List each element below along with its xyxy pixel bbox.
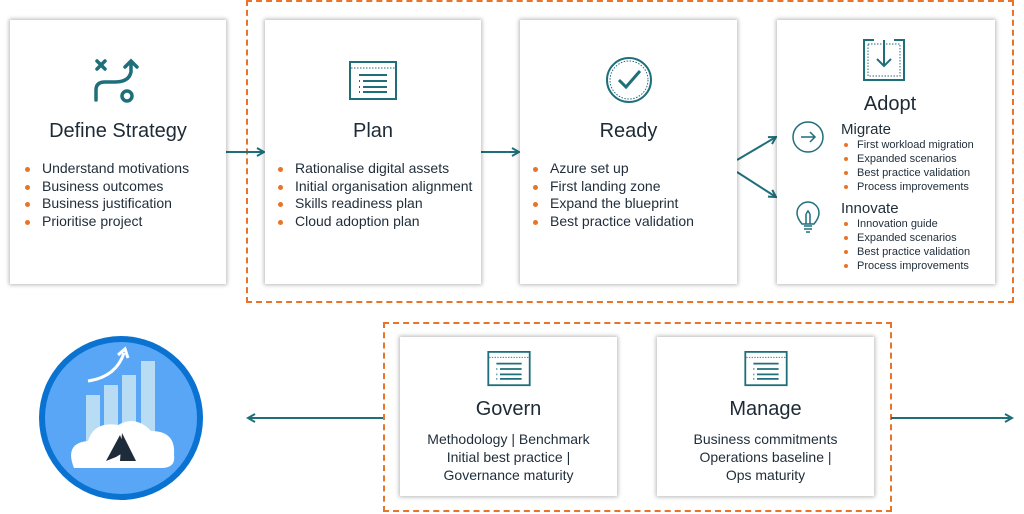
list-item: Expanded scenarios	[841, 231, 970, 245]
card-title: Manage	[729, 398, 802, 420]
list-item: Innovation guide	[841, 217, 970, 231]
bullet-list: Rationalise digital assets Initial organ…	[275, 160, 472, 230]
list-item: Best practice validation	[530, 213, 694, 231]
adopt-card: Adopt Migrate First workload migration E…	[777, 20, 995, 284]
plan-card: Plan Rationalise digital assets Initial …	[265, 20, 481, 284]
document-list-icon	[743, 351, 788, 387]
strategy-path-icon	[94, 58, 139, 103]
bullet-list: Azure set up First landing zone Expand t…	[530, 160, 694, 230]
description-line: Business commitments	[693, 431, 838, 447]
list-item: First workload migration	[841, 138, 974, 152]
bullet-list: Understand motivations Business outcomes…	[22, 160, 189, 230]
card-title: Govern	[475, 398, 542, 420]
description-line: Methodology | Benchmark	[427, 431, 590, 447]
list-item: Prioritise project	[22, 213, 189, 231]
arrow-circle-icon	[792, 121, 824, 153]
list-item: Expand the blueprint	[530, 195, 694, 213]
card-description: Business commitments Operations baseline…	[657, 430, 874, 484]
manage-card: Manage Business commitments Operations b…	[657, 337, 874, 496]
description-line: Operations baseline |	[699, 449, 832, 465]
innovate-list: Innovation guide Expanded scenarios Best…	[841, 217, 970, 273]
document-list-icon	[349, 61, 397, 100]
ready-card: Ready Azure set up First landing zone Ex…	[520, 20, 737, 284]
innovate-title: Innovate	[841, 200, 899, 217]
list-item: Process improvements	[841, 180, 974, 194]
define-strategy-card: Define Strategy Understand motivations B…	[10, 20, 226, 284]
govern-card: Govern Methodology | Benchmark Initial b…	[400, 337, 617, 496]
list-item: Best practice validation	[841, 245, 970, 259]
list-item: Best practice validation	[841, 166, 974, 180]
card-title: Adopt	[863, 93, 917, 115]
card-title: Define Strategy	[49, 120, 187, 142]
description-line: Governance maturity	[443, 467, 574, 483]
list-item: Business justification	[22, 195, 189, 213]
description-line: Ops maturity	[725, 467, 806, 483]
document-list-icon	[486, 351, 531, 387]
description-line: Initial best practice |	[446, 449, 571, 465]
list-item: Skills readiness plan	[275, 195, 472, 213]
card-title: Ready	[599, 120, 658, 142]
list-item: Process improvements	[841, 259, 970, 273]
card-description: Methodology | Benchmark Initial best pra…	[400, 430, 617, 484]
list-item: First landing zone	[530, 178, 694, 196]
migrate-title: Migrate	[841, 121, 892, 138]
card-title: Plan	[352, 120, 394, 142]
list-item: Azure set up	[530, 160, 694, 178]
arrow-ready-to-migrate	[736, 137, 776, 161]
lightbulb-icon	[796, 201, 820, 233]
list-item: Cloud adoption plan	[275, 213, 472, 231]
checkmark-circle-icon	[605, 57, 652, 103]
list-item: Rationalise digital assets	[275, 160, 472, 178]
list-item: Initial organisation alignment	[275, 178, 472, 196]
download-box-icon	[863, 39, 905, 81]
list-item: Expanded scenarios	[841, 152, 974, 166]
list-item: Business outcomes	[22, 178, 189, 196]
azure-cloud-growth-logo	[39, 336, 203, 500]
migrate-list: First workload migration Expanded scenar…	[841, 138, 974, 194]
list-item: Understand motivations	[22, 160, 189, 178]
arrow-ready-to-innovate	[736, 171, 776, 197]
